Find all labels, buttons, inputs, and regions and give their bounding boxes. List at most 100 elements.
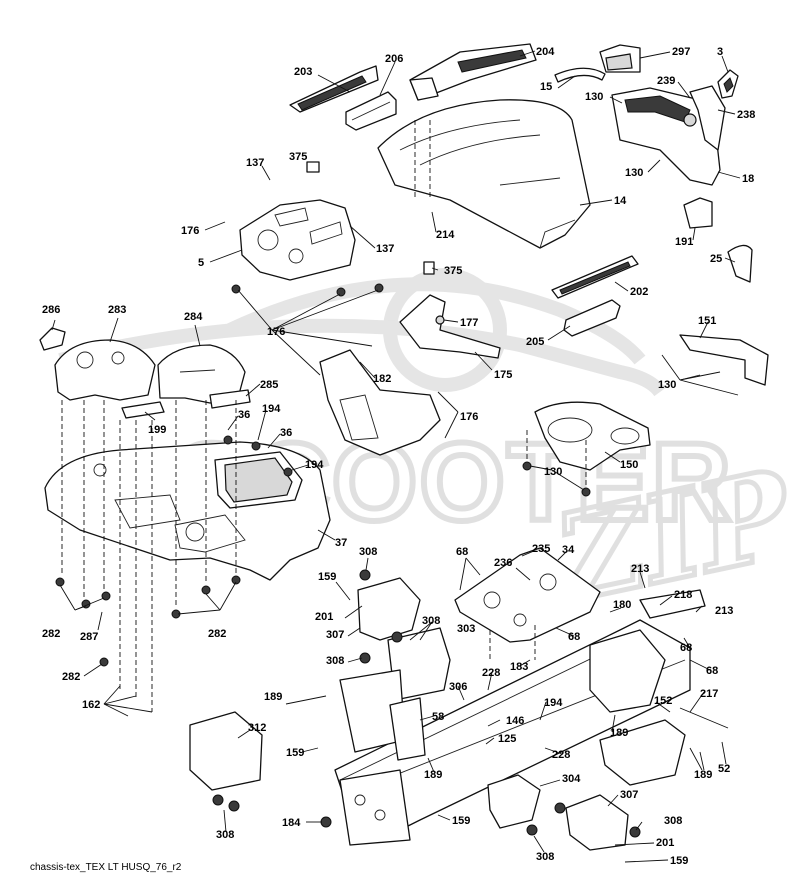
callout-228-a: 228	[482, 667, 500, 679]
part-286	[39, 327, 66, 351]
callout-137-b: 137	[376, 243, 394, 255]
callout-184: 184	[282, 817, 301, 829]
leader-lines	[51, 50, 741, 863]
callout-297: 297	[672, 46, 690, 58]
callout-189-a: 189	[264, 691, 282, 703]
callout-308-e: 308	[216, 829, 234, 841]
part-199-decal	[121, 401, 165, 419]
callout-375-b: 375	[444, 265, 462, 277]
callout-214: 214	[436, 229, 455, 241]
callout-312: 312	[248, 722, 266, 734]
callout-152: 152	[654, 695, 672, 707]
callout-189-c: 189	[424, 769, 442, 781]
callout-308-c: 308	[326, 655, 344, 667]
part-14-hood	[377, 99, 591, 249]
callout-162: 162	[82, 699, 100, 711]
callout-375-a: 375	[289, 151, 307, 163]
callout-307-b: 307	[620, 789, 638, 801]
callout-308-a: 308	[359, 546, 377, 558]
part-18-front-panel	[611, 85, 726, 186]
alignment-lines	[61, 120, 587, 712]
callout-180: 180	[613, 599, 631, 611]
callout-18: 18	[742, 173, 754, 185]
part-25	[727, 244, 753, 283]
part-285	[209, 389, 251, 409]
callout-150: 150	[620, 459, 638, 471]
callout-52: 52	[718, 763, 730, 775]
callout-202: 202	[630, 286, 648, 298]
callout-176-b: 176	[267, 326, 285, 338]
callout-125: 125	[498, 733, 516, 745]
callout-37: 37	[335, 537, 347, 549]
part-375a	[306, 161, 320, 173]
callout-213-b: 213	[715, 605, 733, 617]
callout-14: 14	[614, 195, 627, 207]
callout-308-f: 308	[536, 851, 554, 863]
part-304-bracket	[487, 774, 541, 829]
callout-307-a: 307	[326, 629, 344, 641]
part-182-lower-dash	[319, 349, 441, 456]
callout-58: 58	[432, 711, 444, 723]
callout-25: 25	[710, 253, 722, 265]
callout-286: 286	[42, 304, 60, 316]
callout-304: 304	[562, 773, 581, 785]
callout-68-b: 68	[568, 631, 580, 643]
callout-308-b: 308	[422, 615, 440, 627]
callout-201-b: 201	[656, 837, 674, 849]
callout-194-c: 194	[544, 697, 563, 709]
part-37-fender	[44, 441, 331, 581]
callout-236: 236	[494, 557, 512, 569]
callout-205: 205	[526, 336, 544, 348]
callout-194-a: 194	[262, 403, 281, 415]
part-204-grille	[409, 43, 537, 101]
part-15-trim	[554, 67, 606, 83]
callout-284: 284	[184, 311, 203, 323]
callout-36-a: 36	[238, 409, 250, 421]
callout-176-c: 176	[460, 411, 478, 423]
callout-177: 177	[460, 317, 478, 329]
part-202	[551, 255, 639, 299]
callout-228-b: 228	[552, 749, 570, 761]
callout-191: 191	[675, 236, 693, 248]
callout-283: 283	[108, 304, 126, 316]
callout-199: 199	[148, 424, 166, 436]
part-5-dash-panel	[239, 199, 356, 281]
callout-217: 217	[700, 688, 718, 700]
callout-183: 183	[510, 661, 528, 673]
callout-213-a: 213	[631, 563, 649, 575]
callout-68-c: 68	[680, 642, 692, 654]
callout-159-c: 159	[452, 815, 470, 827]
part-34-seat-plate	[454, 547, 601, 643]
part-375b	[423, 261, 435, 275]
part-307-bracket	[357, 577, 421, 641]
callout-34: 34	[562, 544, 575, 556]
part-151-bracket	[679, 334, 769, 386]
callout-159-a: 159	[318, 571, 336, 583]
callout-159-d: 159	[670, 855, 688, 867]
callout-130-c: 130	[658, 379, 676, 391]
callout-175: 175	[494, 369, 512, 381]
callout-182: 182	[373, 373, 391, 385]
part-312-plate	[189, 711, 263, 791]
callout-189-b: 189	[610, 727, 628, 739]
part-deflector	[599, 719, 686, 786]
callouts: 203 206 204 297 3 15 130 239 238 130 18 …	[42, 46, 755, 867]
part-150-tray	[534, 401, 651, 471]
callout-239: 239	[657, 75, 675, 87]
callout-285: 285	[260, 379, 278, 391]
part-main-frame	[334, 619, 691, 846]
part-175-bracket	[399, 294, 501, 359]
callout-189-d: 189	[694, 769, 712, 781]
part-283-cover	[54, 339, 156, 401]
part-218-crossbar	[639, 589, 706, 619]
part-297	[599, 44, 641, 73]
diagram-caption: chassis-tex_TEX LT HUSQ_76_r2	[30, 862, 182, 873]
callout-137-a: 137	[246, 157, 264, 169]
callout-130-d: 130	[544, 466, 562, 478]
callout-146: 146	[506, 715, 524, 727]
callout-282-b: 282	[208, 628, 226, 640]
callout-201-a: 201	[315, 611, 333, 623]
callout-130-a: 130	[585, 91, 603, 103]
callout-238: 238	[737, 109, 755, 121]
